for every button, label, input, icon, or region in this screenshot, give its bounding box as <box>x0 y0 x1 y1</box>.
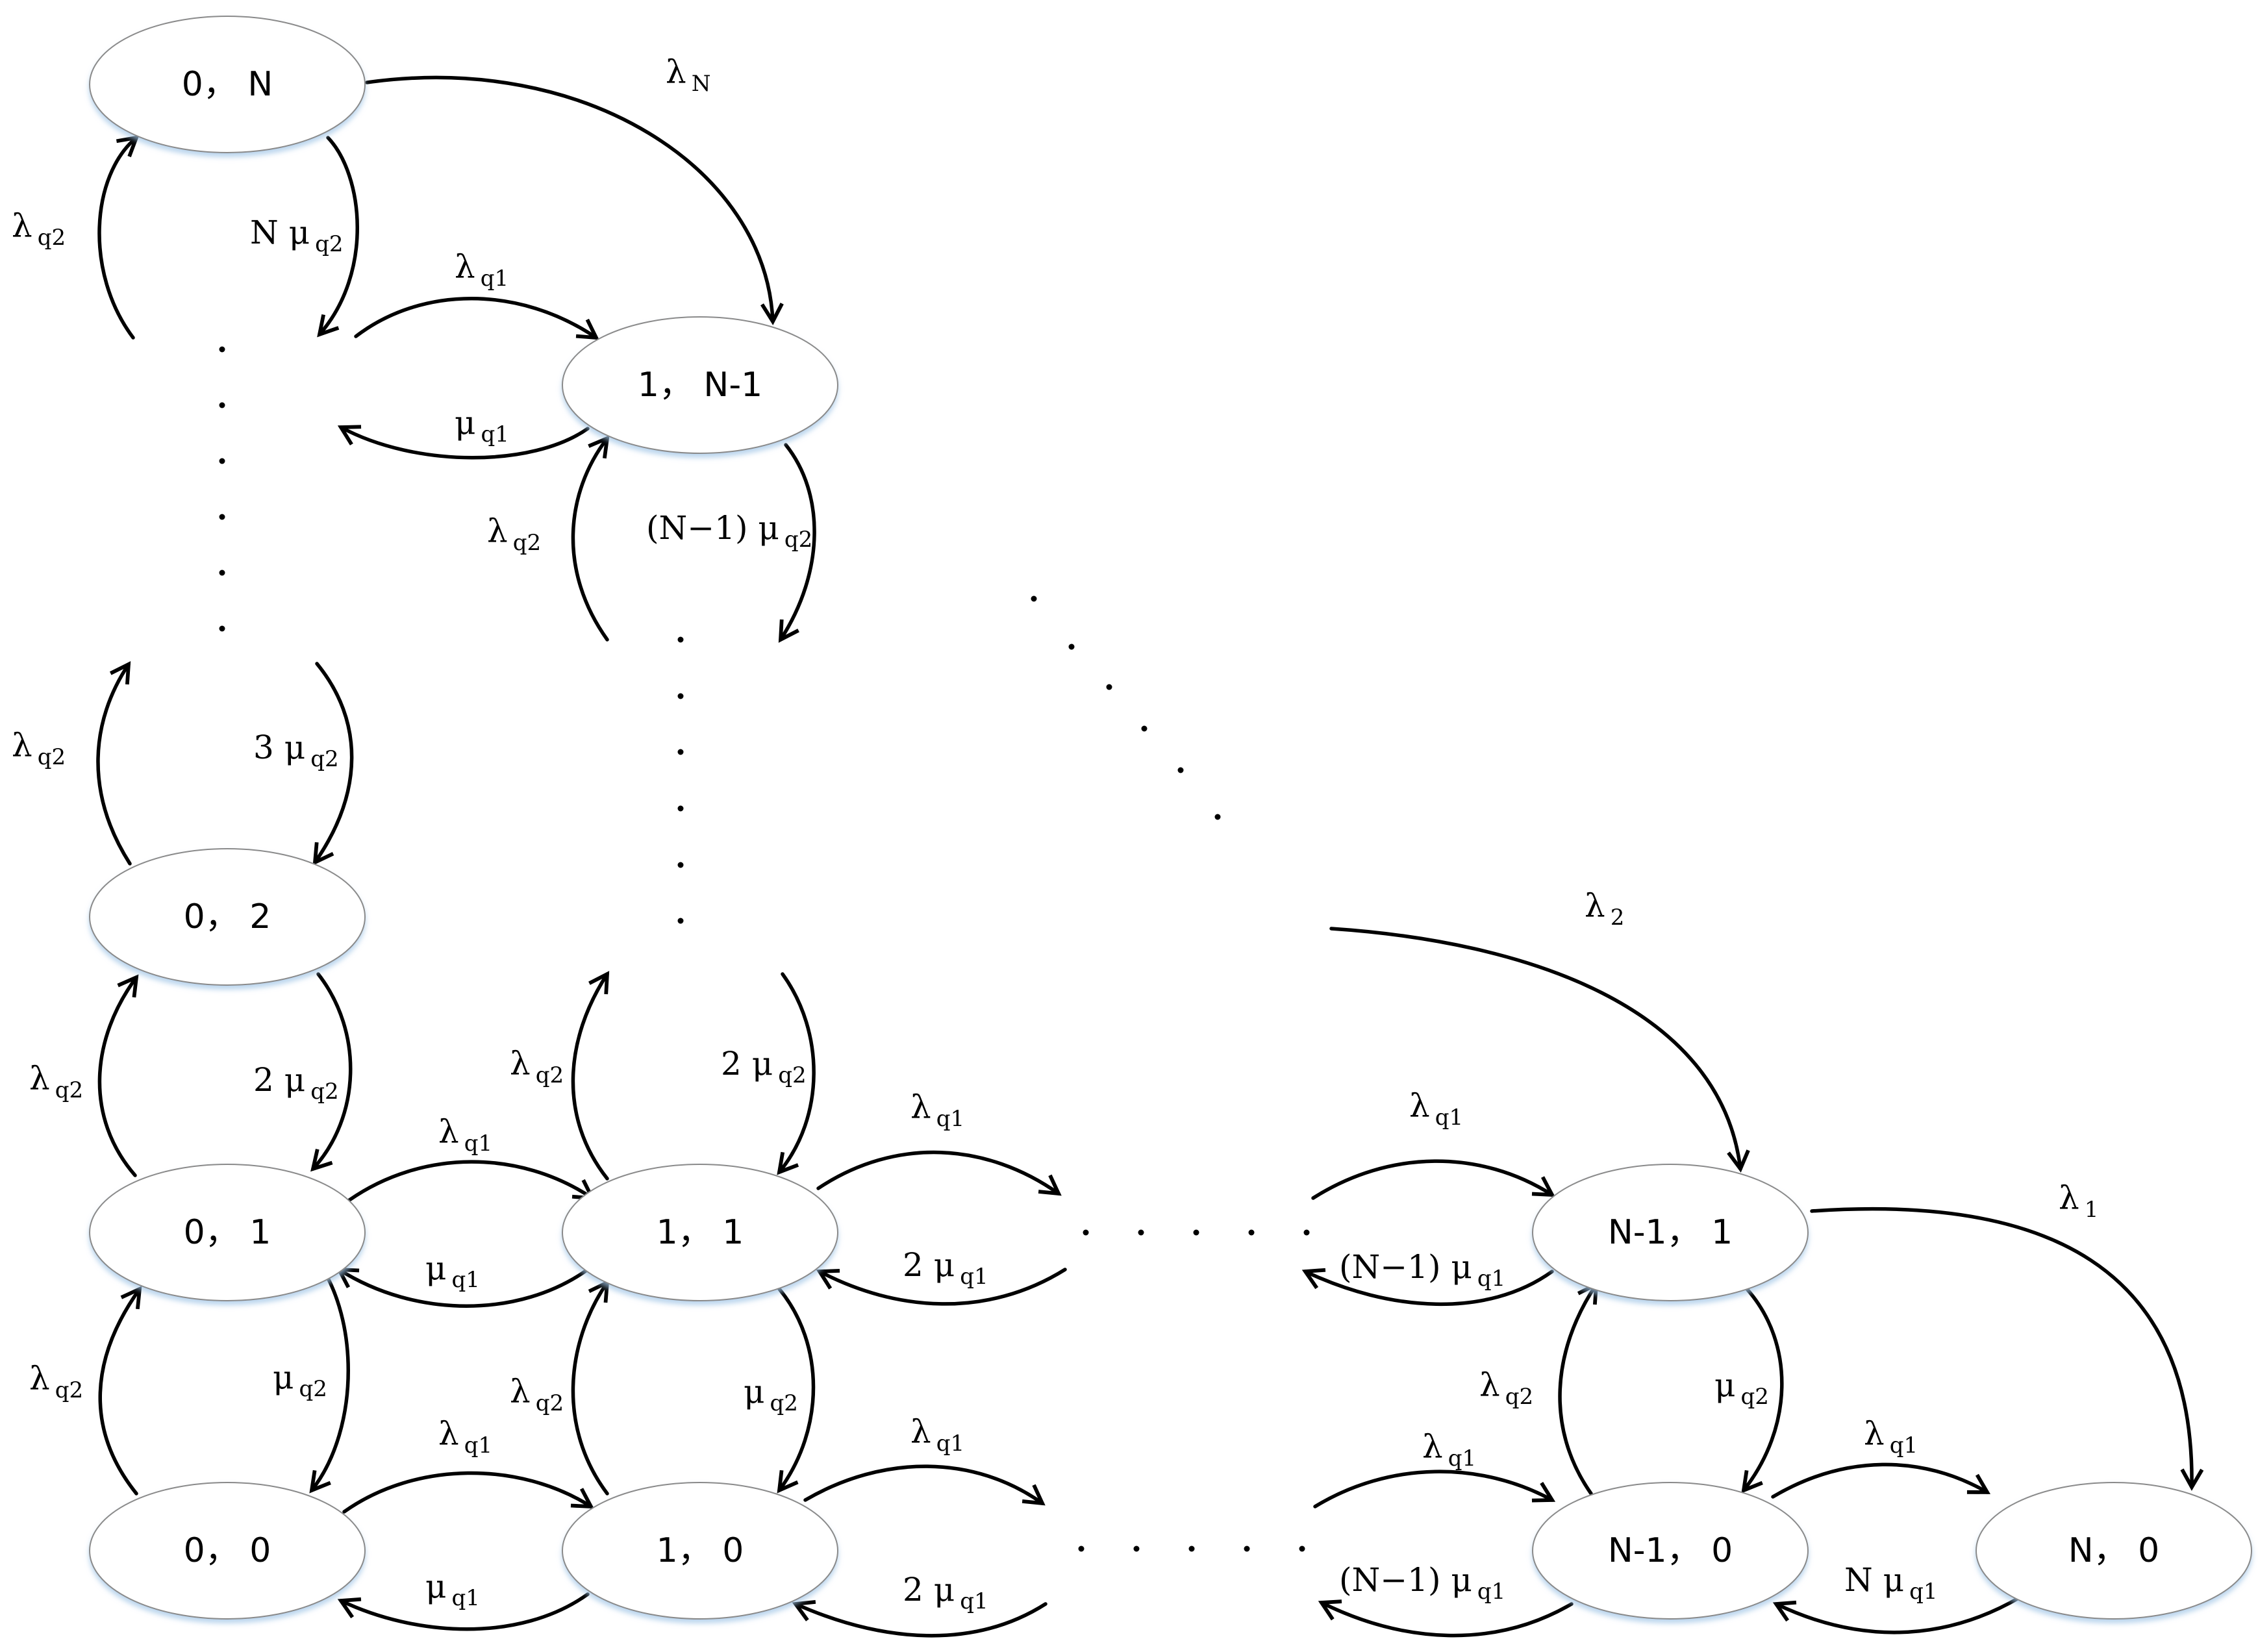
state-label: 1， 1 <box>657 1213 744 1252</box>
edge-col1-up-to-1N1 <box>571 435 610 642</box>
state-label: 1， N-1 <box>638 366 762 405</box>
edge-r1-lq1-b <box>816 1150 1062 1196</box>
edge-top-lq1 <box>354 297 599 340</box>
edge-r1-mu-b <box>816 1268 1067 1306</box>
edge-00-up <box>98 1286 142 1496</box>
edge-top-muq1 <box>337 425 590 460</box>
edge-r1-lq1-c <box>1311 1159 1555 1200</box>
edge-r0-mu-b <box>792 1599 1047 1638</box>
edge-02-up <box>96 661 132 866</box>
state-label: 0， 2 <box>184 897 271 936</box>
edge-11-down <box>777 972 816 1175</box>
state-label: N-1， 1 <box>1608 1213 1733 1252</box>
edge-r1-mu-c <box>1301 1268 1554 1307</box>
edge-r0-mu-d <box>1772 1596 2022 1634</box>
state-1-0: 1， 0 <box>562 1482 838 1620</box>
state-1-N-1: 1， N-1 <box>562 316 838 454</box>
edge-0N-down <box>317 136 359 338</box>
edge-0N-to-1N1 <box>365 75 784 325</box>
ellipsis-dots <box>219 346 1310 1552</box>
state-label: 0， 1 <box>184 1213 271 1252</box>
state-0-N: 0， N <box>89 16 366 153</box>
edge-col0-up-to-0N <box>97 135 140 340</box>
edge-lambda2 <box>1329 927 1750 1173</box>
edge-10-up <box>571 1279 610 1496</box>
edge-r0-mu-c <box>1318 1599 1574 1638</box>
edge-11-down-to-10 <box>777 1287 816 1494</box>
edge-r0-lq1-a <box>342 1471 594 1514</box>
edge-02-to-01 <box>310 972 353 1172</box>
edge-r0-lq1-d <box>1771 1462 1991 1499</box>
edge-N11-down <box>1741 1287 1784 1494</box>
state-label: 0， N <box>182 65 273 104</box>
transition-arrows <box>96 75 2204 1638</box>
edge-lambda1 <box>1810 1207 2204 1491</box>
state-N-1-0: N-1， 0 <box>1532 1482 1809 1620</box>
state-N-1-1: N-1， 1 <box>1532 1164 1809 1301</box>
state-0-2: 0， 2 <box>89 848 366 986</box>
state-N-0: N， 0 <box>1976 1482 2252 1620</box>
edge-r0-lq1-c <box>1313 1470 1556 1508</box>
edge-r1-lq1-a <box>347 1160 596 1202</box>
state-0-0: 0， 0 <box>89 1482 366 1620</box>
edge-01-up <box>97 974 139 1177</box>
state-label: 0， 0 <box>184 1531 271 1570</box>
state-label: N-1， 0 <box>1608 1531 1733 1570</box>
edge-1N1-down <box>778 443 816 643</box>
edge-11-up <box>571 971 610 1181</box>
state-label: 1， 0 <box>657 1531 744 1570</box>
edge-r1-mu-a <box>336 1267 590 1308</box>
edge-r0-lq1-b <box>803 1464 1046 1506</box>
edge-r0-mu-a <box>337 1592 590 1631</box>
edge-N10-up <box>1558 1281 1599 1496</box>
state-1-1: 1， 1 <box>562 1164 838 1301</box>
edge-01-down <box>309 1251 350 1494</box>
state-label: N， 0 <box>2068 1531 2160 1570</box>
edge-02-down <box>312 662 354 866</box>
state-0-1: 0， 1 <box>89 1164 366 1301</box>
